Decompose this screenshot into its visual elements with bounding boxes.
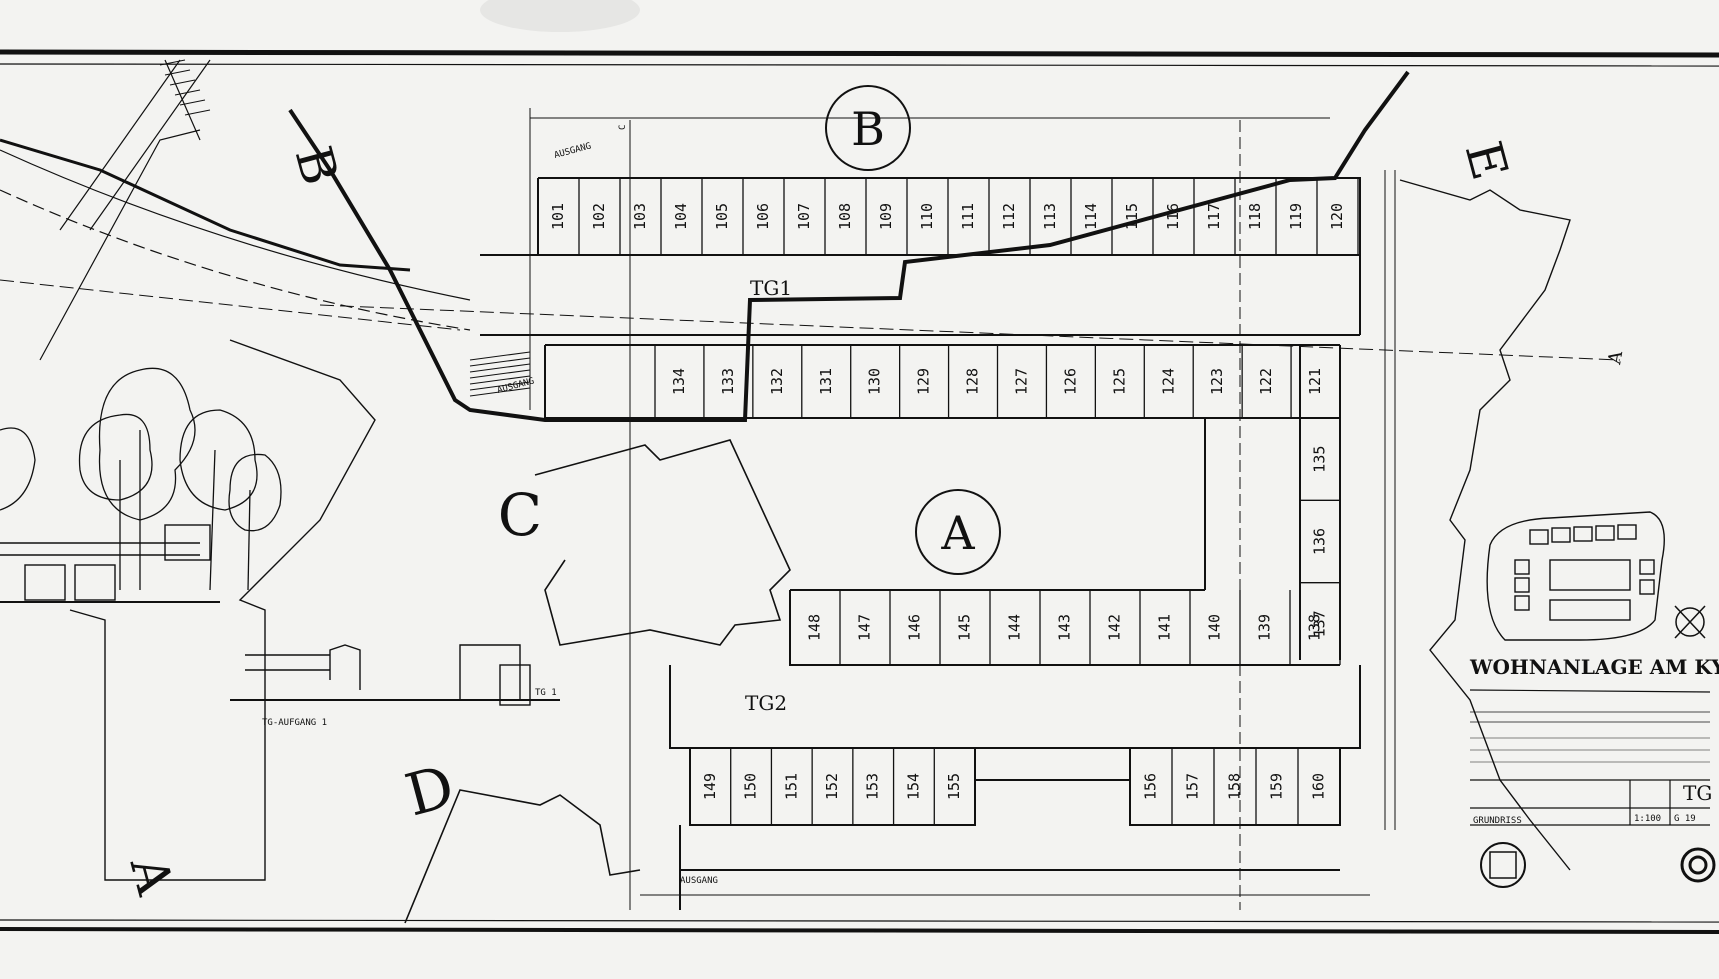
parking-bay-number: 133 xyxy=(719,368,737,395)
trees-illustration xyxy=(0,367,282,591)
parking-bay-number: 136 xyxy=(1311,528,1329,555)
company-logo xyxy=(1680,847,1716,883)
parking-bay-number: 148 xyxy=(806,614,824,641)
parking-bay-number: 140 xyxy=(1206,614,1224,641)
parking-bay-number: 130 xyxy=(866,368,884,395)
garage-walls xyxy=(480,177,1361,910)
parking-bay-number: 121 xyxy=(1306,368,1324,395)
tg-right-label: TG 1 xyxy=(535,688,557,698)
building-b-label: B xyxy=(851,102,885,156)
parking-bay-number: 112 xyxy=(1000,203,1018,230)
building-e-outline xyxy=(1399,179,1571,871)
parking-bay-number: 106 xyxy=(754,203,772,230)
parking-bay-number: 138 xyxy=(1306,614,1324,641)
parking-bay-number: 158 xyxy=(1226,773,1244,800)
locator-map xyxy=(1486,511,1665,641)
parking-bay-number: 119 xyxy=(1287,203,1305,230)
frame-bottom-border xyxy=(0,927,1719,934)
parking-bay-number: 157 xyxy=(1184,773,1202,800)
parking-bay-number: 105 xyxy=(713,203,731,230)
parking-bay-number: 144 xyxy=(1006,614,1024,641)
sheet-number: G 19 xyxy=(1674,814,1696,824)
building-b-circle xyxy=(825,85,911,171)
parking-bay-number: 122 xyxy=(1257,368,1275,395)
stair-symbol-center xyxy=(469,351,531,397)
parking-bay-number: 141 xyxy=(1156,614,1174,641)
drawing-title: GRUNDRISS xyxy=(1473,816,1522,826)
parking-bay-number: 115 xyxy=(1123,203,1141,230)
parking-bay-number: 135 xyxy=(1311,446,1329,473)
parking-bay-number: 151 xyxy=(782,773,800,800)
parking-bay-number: 102 xyxy=(590,203,608,230)
section-marker-c: C xyxy=(618,125,628,130)
parking-bay-number: 117 xyxy=(1205,203,1223,230)
parking-bay-number: 124 xyxy=(1159,368,1177,395)
parking-bay-number: 132 xyxy=(768,368,786,395)
architect-stamp xyxy=(1480,842,1526,888)
parking-bay-number: 146 xyxy=(906,614,924,641)
parking-bay-number: 118 xyxy=(1246,203,1264,230)
tg2-label: TG2 xyxy=(745,691,787,715)
parking-bay-number: 123 xyxy=(1208,368,1226,395)
parking-bay-number: 145 xyxy=(956,614,974,641)
parking-bay-number: 143 xyxy=(1056,614,1074,641)
ausgang-bottom-label: AUSGANG xyxy=(680,876,718,886)
sheet-code: TG xyxy=(1683,781,1712,805)
building-c-label: C xyxy=(498,481,542,549)
parking-bay-number: 126 xyxy=(1061,368,1079,395)
parking-bay-number: 111 xyxy=(959,203,977,230)
parking-bay-number: 110 xyxy=(918,203,936,230)
parking-bay-number: 159 xyxy=(1268,773,1286,800)
parking-bay-number: 137 xyxy=(1311,610,1329,637)
parking-bay-number: 131 xyxy=(817,368,835,395)
parking-bay-number: 129 xyxy=(915,368,933,395)
parking-bay-number: 152 xyxy=(823,773,841,800)
stair-symbol-top-left xyxy=(159,59,211,116)
parking-bay-number: 127 xyxy=(1012,368,1030,395)
title-block xyxy=(1469,689,1711,826)
parking-bay-number: 120 xyxy=(1328,203,1346,230)
parking-bay-number: 134 xyxy=(670,368,688,395)
tg-aufgang-1-label: TG-AUFGANG 1 xyxy=(262,718,327,728)
parking-bay-number: 107 xyxy=(795,203,813,230)
parking-bay-number: 142 xyxy=(1106,614,1124,641)
building-a-label: A xyxy=(940,506,975,560)
parking-bay-number: 114 xyxy=(1082,203,1100,230)
parking-bay-number: 103 xyxy=(631,203,649,230)
parking-bays: 101 102 103 104 105 106 107 108 109 110 111 112 113 1… xyxy=(537,178,1359,825)
parking-bay-number: 155 xyxy=(945,773,963,800)
parking-bay-number: 160 xyxy=(1310,773,1328,800)
building-d-outline xyxy=(404,789,641,924)
drawing-scale: 1:100 xyxy=(1634,814,1661,824)
building-a-left-outline xyxy=(69,339,376,881)
parking-bay-number: 109 xyxy=(877,203,895,230)
parking-bay-number: 153 xyxy=(864,773,882,800)
parking-bay-number: 108 xyxy=(836,203,854,230)
parking-bay-number: 139 xyxy=(1256,614,1274,641)
parking-bay-number: 150 xyxy=(742,773,760,800)
parking-bay-number: 101 xyxy=(549,203,567,230)
parking-bay-number: 128 xyxy=(964,368,982,395)
building-a-circle xyxy=(915,489,1001,575)
parking-bay-number: 104 xyxy=(672,203,690,230)
parking-bay-number: 125 xyxy=(1110,368,1128,395)
fence-elevation xyxy=(0,524,560,706)
parking-bay-number: 116 xyxy=(1164,203,1182,230)
north-arrow-icon xyxy=(1674,605,1706,639)
parking-bay-number: 154 xyxy=(904,773,922,800)
site-boundary xyxy=(288,70,1410,422)
frame-top-border xyxy=(0,49,1719,58)
parking-bay-number: 113 xyxy=(1041,203,1059,230)
parking-bay-number: 156 xyxy=(1142,773,1160,800)
parking-bay-number: 149 xyxy=(701,773,719,800)
section-arrow-a: A xyxy=(1604,348,1627,366)
parking-bay-number: 147 xyxy=(856,614,874,641)
project-title: WOHNANLAGE AM KYBERG xyxy=(1469,655,1719,679)
tg1-label: TG1 xyxy=(750,276,792,300)
building-c-outline xyxy=(534,439,791,646)
